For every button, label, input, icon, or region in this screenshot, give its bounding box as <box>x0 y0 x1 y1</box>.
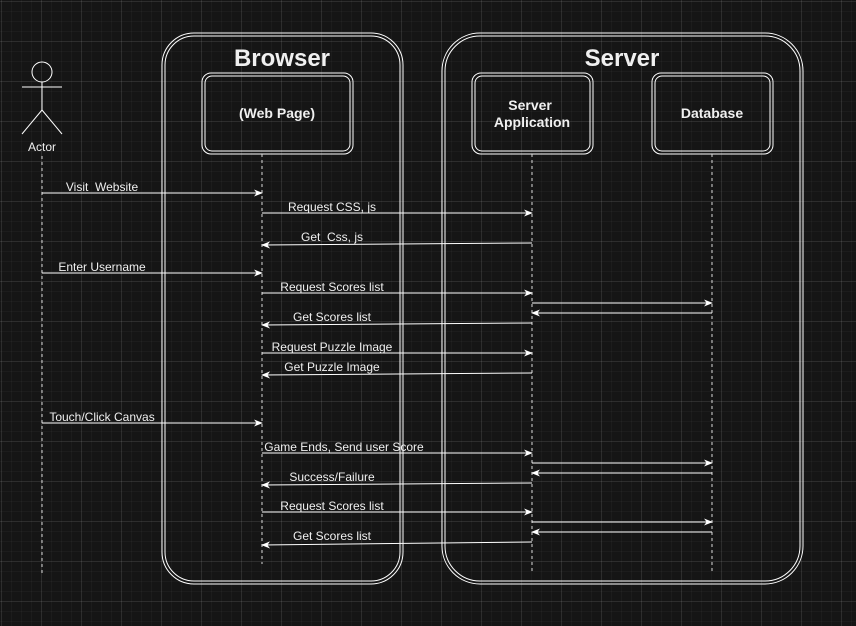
message-label: Request CSS, js <box>288 200 376 214</box>
message-get-scores-list[interactable]: Get Scores list <box>261 310 533 329</box>
server-group[interactable]: Server <box>441 32 804 585</box>
message-label: Get Scores list <box>293 529 372 543</box>
message-visit-website[interactable]: Visit Website <box>42 180 263 197</box>
message-label: Get Css, js <box>301 230 363 244</box>
message-request-scores-list[interactable]: Request Scores list <box>262 499 533 516</box>
message-request-scores-list[interactable]: Request Scores list <box>262 280 533 297</box>
message-touch-click-canvas[interactable]: Touch/Click Canvas <box>42 410 263 427</box>
message-label: Request Scores list <box>280 499 384 513</box>
browser-group[interactable]: Browser <box>161 32 404 585</box>
participant-server-application[interactable]: Server Application <box>471 72 594 155</box>
message-get-puzzle-image[interactable]: Get Puzzle Image <box>261 360 533 379</box>
database-label: Database <box>681 105 743 121</box>
message-label: Get Scores list <box>293 310 372 324</box>
web-page-label: (Web Page) <box>239 105 315 121</box>
message-request-puzzle-image[interactable]: Request Puzzle Image <box>262 340 533 357</box>
message-label: Visit Website <box>66 180 139 194</box>
actor-label: Actor <box>28 140 56 154</box>
participant-database[interactable]: Database <box>651 72 774 155</box>
message-get-scores-list[interactable]: Get Scores list <box>261 529 533 549</box>
actor[interactable]: Actor <box>21 61 63 154</box>
message-success-failure[interactable]: Success/Failure <box>261 470 533 489</box>
message-label: Request Scores list <box>280 280 384 294</box>
message-label: Game Ends, Send user Score <box>264 440 424 454</box>
participant-web-page[interactable]: (Web Page) <box>201 72 354 155</box>
message-request-css-js[interactable]: Request CSS, js <box>262 200 533 217</box>
actor-icon <box>21 61 63 135</box>
message-game-ends-send-score[interactable]: Game Ends, Send user Score <box>262 440 533 457</box>
message-label: Touch/Click Canvas <box>49 410 154 424</box>
server-group-title: Server <box>585 45 660 72</box>
server-application-label: Server Application <box>494 97 570 130</box>
message-get-css-js[interactable]: Get Css, js <box>261 230 533 249</box>
message-enter-username[interactable]: Enter Username <box>42 260 263 277</box>
browser-group-title: Browser <box>234 45 330 72</box>
message-label: Get Puzzle Image <box>284 360 380 374</box>
message-label: Request Puzzle Image <box>272 340 393 354</box>
message-label: Enter Username <box>58 260 146 274</box>
message-label: Success/Failure <box>289 470 375 484</box>
